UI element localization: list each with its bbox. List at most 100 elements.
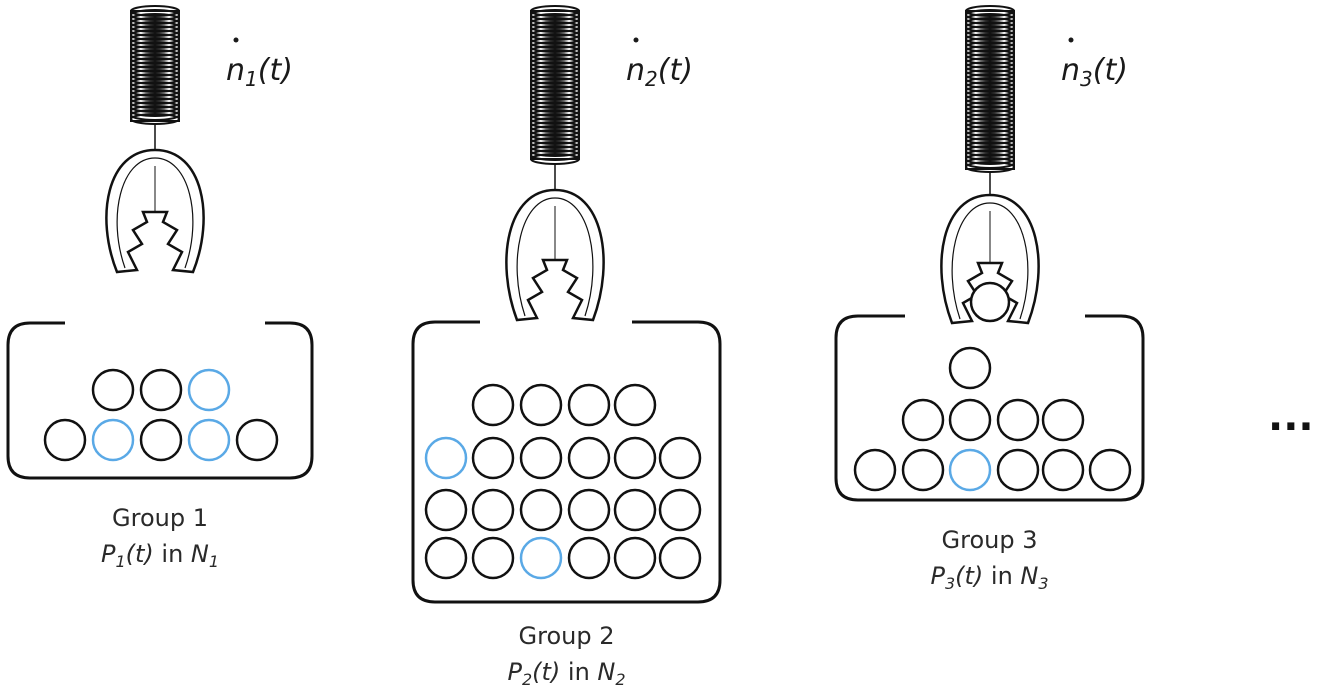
claw-inner-shell — [951, 202, 1029, 320]
ball — [424, 536, 468, 580]
ball — [613, 436, 657, 480]
ball — [139, 418, 183, 462]
spring-outline — [530, 10, 580, 160]
highlighted-ball — [187, 368, 231, 412]
formula-p: P — [507, 658, 522, 686]
ball — [996, 398, 1040, 442]
group-2: n2(t)Group 2P2(t) in N2 — [411, 5, 722, 689]
ball — [139, 368, 183, 412]
formula-n-subscript: 2 — [615, 670, 625, 689]
rate-symbol: n — [226, 53, 245, 88]
ball — [91, 368, 135, 412]
rate-label: n1(t) — [226, 53, 293, 91]
ball — [1041, 448, 1085, 492]
highlighted-ball — [519, 536, 563, 580]
formula-n: N — [191, 540, 209, 568]
ball — [519, 383, 563, 427]
group-1: n1(t)Group 1P1(t) in N1 — [6, 5, 314, 571]
ball — [519, 488, 563, 532]
claw-inner-shell — [516, 197, 594, 317]
spring-outline — [130, 10, 180, 122]
ball — [519, 436, 563, 480]
ball — [567, 383, 611, 427]
ball — [43, 418, 87, 462]
ball — [948, 398, 992, 442]
highlighted-ball — [91, 418, 135, 462]
formula-n: N — [1020, 562, 1038, 590]
rate-symbol: n — [626, 53, 645, 88]
container-box — [411, 320, 722, 604]
highlighted-ball — [187, 418, 231, 462]
ball — [471, 488, 515, 532]
claw — [105, 148, 205, 274]
group-name: Group 2 — [519, 622, 615, 650]
formula-p-subscript: 3 — [945, 574, 955, 593]
group-formula: P2(t) in N2 — [507, 658, 625, 689]
spring — [130, 5, 180, 125]
formula-p: P — [101, 540, 116, 568]
spring — [530, 5, 580, 165]
group-3: n3(t)Group 3P3(t) in N3 — [834, 5, 1145, 593]
ball — [613, 536, 657, 580]
claw-inner-shell — [116, 157, 194, 269]
balls — [43, 368, 279, 462]
ball — [658, 488, 702, 532]
formula-n-subscript: 3 — [1038, 574, 1048, 593]
formula-in: in — [983, 562, 1020, 590]
rate-argument: (t) — [258, 53, 293, 88]
balls — [853, 346, 1132, 492]
ball — [658, 536, 702, 580]
ball — [613, 383, 657, 427]
group-name-text: Group 2 — [519, 622, 615, 650]
group-formula: P1(t) in N1 — [101, 540, 219, 571]
formula-in: in — [560, 658, 597, 686]
container-box — [834, 314, 1145, 502]
ball — [948, 346, 992, 390]
group-name-text: Group 1 — [112, 504, 208, 532]
ball — [1041, 398, 1085, 442]
balls — [424, 383, 702, 580]
rate-subscript: 1 — [245, 67, 258, 91]
rate-subscript: 3 — [1080, 67, 1093, 91]
more-groups-ellipsis: ... — [1268, 394, 1314, 440]
claw — [940, 193, 1040, 325]
ball — [567, 536, 611, 580]
group-name: Group 1 — [112, 504, 208, 532]
ball — [424, 488, 468, 532]
ball — [658, 436, 702, 480]
ball — [235, 418, 279, 462]
ball — [901, 398, 945, 442]
highlighted-ball — [424, 436, 468, 480]
formula-p: P — [930, 562, 945, 590]
rate-dot — [233, 37, 239, 43]
spring-outline — [965, 10, 1015, 170]
group-name: Group 3 — [942, 526, 1038, 554]
formula-p-argument: (t) — [955, 562, 983, 590]
rate-symbol: n — [1061, 53, 1080, 88]
rate-label: n2(t) — [626, 53, 693, 91]
formula-p-subscript: 1 — [115, 552, 125, 571]
ball — [853, 448, 897, 492]
ball — [567, 488, 611, 532]
claw — [505, 188, 605, 322]
rate-dot — [633, 37, 639, 43]
ball — [996, 448, 1040, 492]
group-name-text: Group 3 — [942, 526, 1038, 554]
ball — [471, 536, 515, 580]
rate-dot — [1068, 37, 1074, 43]
formula-p-subscript: 2 — [522, 670, 532, 689]
rate-argument: (t) — [1093, 53, 1128, 88]
formula-p-argument: (t) — [126, 540, 154, 568]
formula-in: in — [154, 540, 191, 568]
container-box — [6, 321, 314, 480]
group-formula: P3(t) in N3 — [930, 562, 1048, 593]
ball — [567, 436, 611, 480]
ball — [901, 448, 945, 492]
ball — [471, 436, 515, 480]
ellipsis-text: ... — [1268, 394, 1314, 440]
rate-argument: (t) — [658, 53, 693, 88]
highlighted-ball — [948, 448, 992, 492]
held-ball — [969, 281, 1011, 323]
formula-p-argument: (t) — [532, 658, 560, 686]
